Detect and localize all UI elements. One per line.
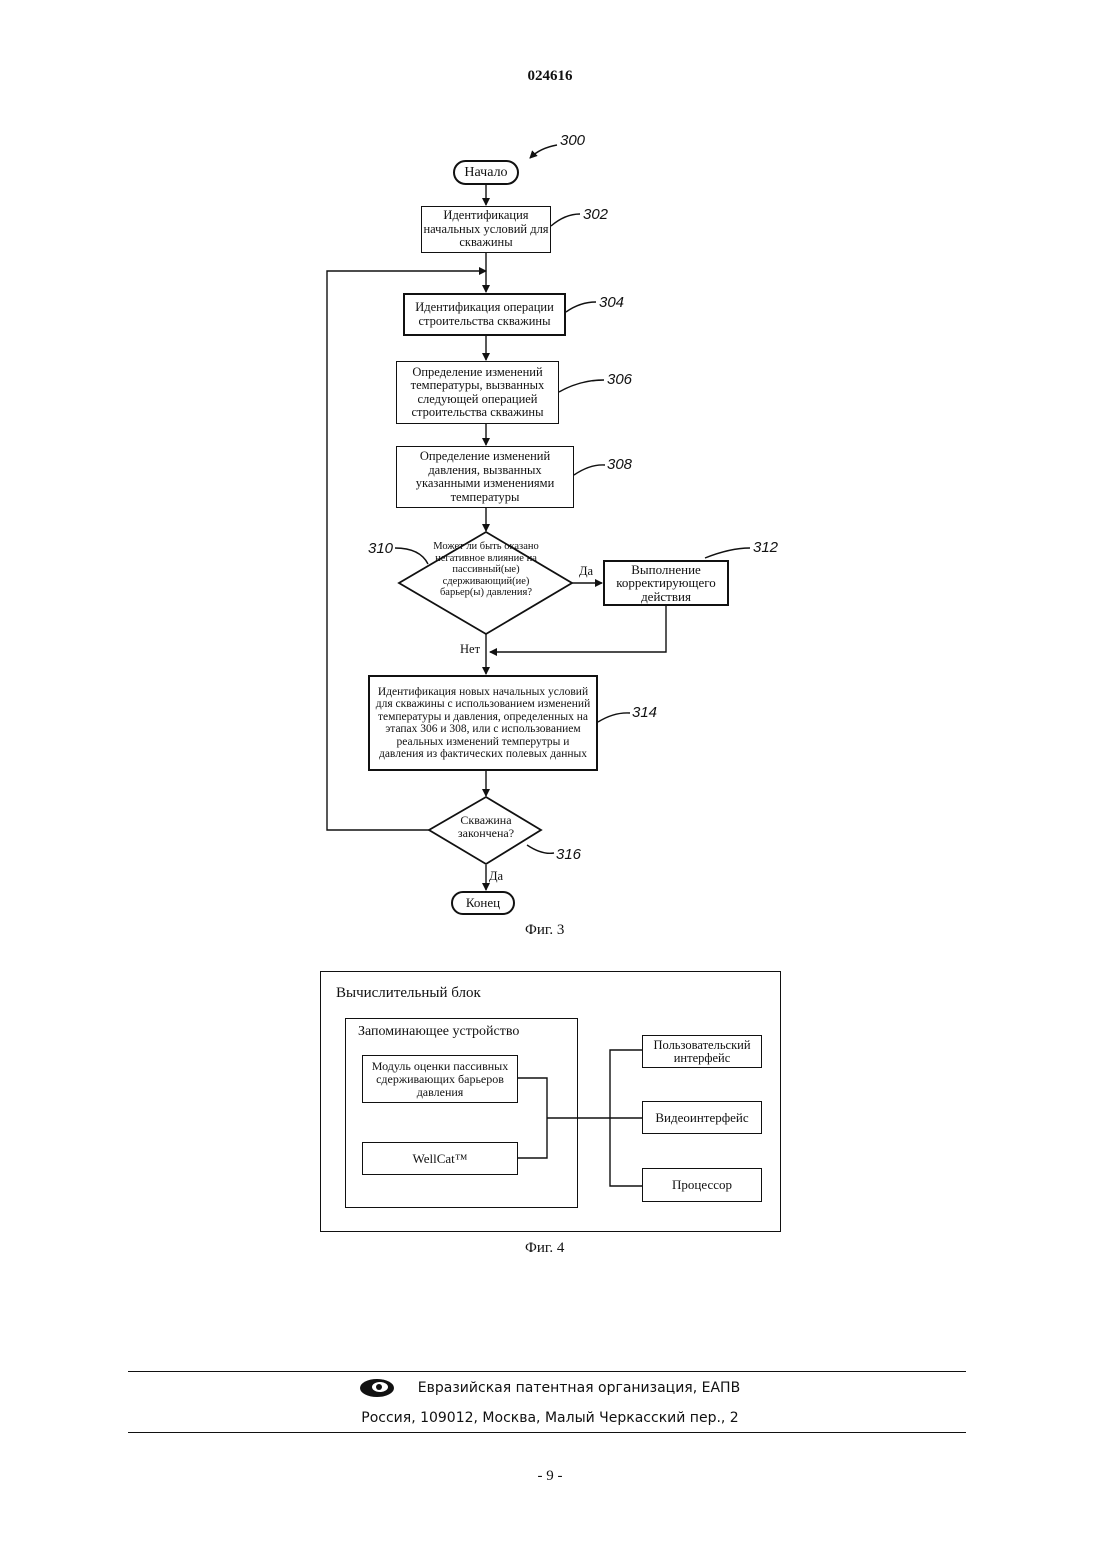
footer-top-rule: [128, 1371, 966, 1372]
footer-address: Россия, 109012, Москва, Малый Черкасский…: [0, 1410, 1100, 1426]
video-interface-text: Видеоинтерфейс: [655, 1111, 748, 1125]
wellcat-text: WellCat™: [412, 1152, 467, 1166]
processor-text: Процессор: [672, 1178, 732, 1192]
footer-bottom-rule: [128, 1432, 966, 1433]
processor-box: Процессор: [642, 1168, 762, 1202]
video-interface-box: Видеоинтерфейс: [642, 1101, 762, 1134]
user-interface-box: Пользовательский интерфейс: [642, 1035, 762, 1068]
footer-organization: Евразийская патентная организация, ЕАПВ: [0, 1380, 1100, 1396]
page-number: - 9 -: [0, 1468, 1100, 1485]
user-interface-text: Пользовательский интерфейс: [643, 1039, 761, 1065]
fig4-caption: Фиг. 4: [525, 1240, 564, 1257]
pressure-barrier-module-box: Модуль оценки пассивных сдерживающих бар…: [362, 1055, 518, 1103]
wellcat-box: WellCat™: [362, 1142, 518, 1175]
pressure-barrier-module-text: Модуль оценки пассивных сдерживающих бар…: [363, 1060, 517, 1099]
